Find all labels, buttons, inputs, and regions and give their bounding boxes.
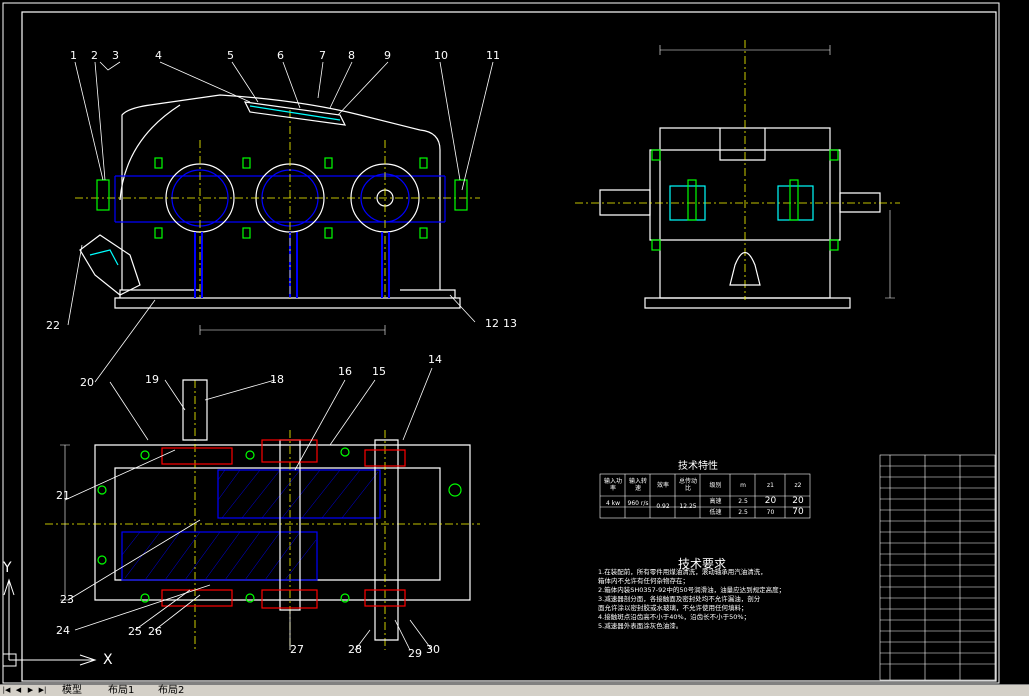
requirements-title: 技术要求 <box>678 557 727 571</box>
requirement-line-2: 箱体内不允许有任何杂物存在； <box>598 577 689 585</box>
balloon-label-16: 16 <box>338 365 352 378</box>
balloon-label-29: 29 <box>408 647 422 660</box>
balloon-label-30: 30 <box>426 643 440 656</box>
balloon-label-9: 9 <box>384 49 391 62</box>
balloon-label-5: 5 <box>227 49 234 62</box>
spec-cell-stage2: 低速 <box>709 509 722 516</box>
spec-header-2: 效率 <box>656 482 669 489</box>
balloon-label-3: 3 <box>112 49 119 62</box>
spec-cell-stage1: 高速 <box>709 498 722 505</box>
tab-first-button[interactable]: |◀ <box>2 686 11 694</box>
spec-table-title: 技术特性 <box>678 461 718 472</box>
spec-header-0: 输入功率 <box>603 478 622 492</box>
requirement-line-5: 面允许涂以密封胶或水玻璃，不允许使用任何填料； <box>598 604 748 612</box>
side-view <box>575 40 900 309</box>
layout-tab-bar: |◀ ◀ ▶ ▶| 模型 布局1 布局2 <box>0 684 1029 696</box>
parts-list-grid <box>879 454 996 681</box>
plan-view <box>45 379 480 650</box>
tab-next-button[interactable]: ▶ <box>27 686 34 694</box>
requirement-line-7: 5.减速器外表面涂灰色油漆。 <box>598 622 683 630</box>
balloon-label-28: 28 <box>348 643 362 656</box>
spec-header-3: 总传动比 <box>678 478 697 492</box>
requirement-line-6: 4.接触斑点沿齿高不小于40%，沿齿长不小于50%； <box>598 613 751 621</box>
balloon-label-26: 26 <box>148 625 162 638</box>
requirement-line-1: 1.在装配前，所有零件用煤油清洗，滚动轴承用汽油清洗， <box>598 568 767 576</box>
spec-header-7: z2 <box>794 482 802 489</box>
balloon-label-22: 22 <box>46 319 60 332</box>
balloon-label-21: 21 <box>56 489 70 502</box>
balloon-label-6: 6 <box>277 49 284 62</box>
spec-cell-z1a: 20 <box>764 496 777 506</box>
balloon-label-8: 8 <box>348 49 355 62</box>
balloon-label-2: 2 <box>91 49 98 62</box>
spec-cell-m1: 2.5 <box>738 498 748 505</box>
balloon-label-4: 4 <box>155 49 162 62</box>
balloon-label-27: 27 <box>290 643 304 656</box>
ucs-x-label: X <box>103 652 113 668</box>
requirement-line-3: 2.箱体内装SH0357-92中的50号润滑油，油量应达到规定高度； <box>598 586 786 594</box>
drawing-frame-inner <box>21 11 997 682</box>
spec-cell-z2a: 20 <box>792 496 804 506</box>
spec-header-4: 级别 <box>709 482 722 489</box>
spec-header-5: m <box>740 482 746 489</box>
balloon-label-23: 23 <box>60 593 74 606</box>
tab-prev-button[interactable]: ◀ <box>15 686 22 694</box>
spec-cell-power: 4 kw <box>605 500 621 507</box>
front-view <box>75 94 480 335</box>
balloon-label-24: 24 <box>56 624 70 637</box>
balloon-label-25: 25 <box>128 625 142 638</box>
balloon-label-13: 13 <box>503 317 517 330</box>
tab-layout1[interactable]: 布局1 <box>108 685 135 696</box>
spec-table-grid <box>599 473 811 519</box>
balloon-label-20: 20 <box>80 376 94 389</box>
spec-cell-z1b: 70 <box>766 509 775 516</box>
balloon-label-14: 14 <box>428 353 442 366</box>
spec-cell-speed: 960 r/s <box>627 500 649 507</box>
drawing-frame-outer <box>2 2 1000 684</box>
requirement-line-4: 3.减速器剖分面，各接触面及密封处均不允许漏油，剖分 <box>598 595 761 603</box>
tab-last-button[interactable]: ▶| <box>38 686 47 694</box>
balloon-label-15: 15 <box>372 365 386 378</box>
balloon-label-12: 12 <box>485 317 499 330</box>
spec-cell-z2b: 70 <box>792 507 804 517</box>
balloon-label-7: 7 <box>319 49 326 62</box>
tab-model[interactable]: 模型 <box>62 685 82 696</box>
spec-cell-m2: 2.5 <box>738 509 748 516</box>
leader-lines <box>64 61 494 651</box>
spec-cell-efficiency: 0.92 <box>656 503 670 510</box>
spec-cell-ratio: 12.25 <box>679 503 697 510</box>
ucs-icon <box>2 578 97 667</box>
ucs-y-label: Y <box>3 560 12 576</box>
spec-header-1: 输入转速 <box>628 478 647 492</box>
balloon-label-10: 10 <box>434 49 448 62</box>
tab-layout2[interactable]: 布局2 <box>158 685 185 696</box>
balloon-label-19: 19 <box>145 373 159 386</box>
balloon-label-18: 18 <box>270 373 284 386</box>
balloon-label-1: 1 <box>70 49 77 62</box>
spec-header-6: z1 <box>767 482 774 489</box>
balloon-label-11: 11 <box>486 49 500 62</box>
